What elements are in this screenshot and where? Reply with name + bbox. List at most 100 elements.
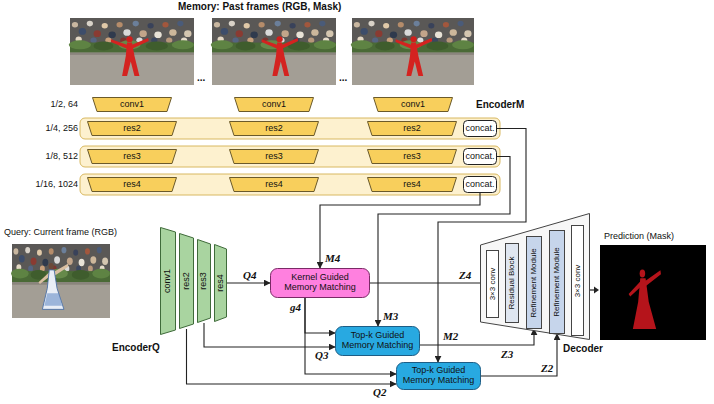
ellipsis: ... (197, 72, 205, 84)
block-shape (93, 98, 172, 112)
drawing-part (80, 146, 500, 167)
block-shape (464, 177, 497, 193)
drawing-part (396, 36, 433, 76)
connector-arrow (320, 193, 480, 268)
block-shape (464, 121, 497, 137)
drawing-part (262, 36, 299, 76)
block-label: concat. (465, 124, 494, 134)
signal-label: Z4 (458, 269, 472, 281)
block-label: Refinement Module (530, 248, 539, 317)
query-encoder-block: conv1 (160, 227, 176, 335)
kernel-matching-box: Kernel Guided Memory Matching (270, 268, 370, 298)
drawing-part (11, 244, 110, 318)
memory-frame-photo (211, 18, 336, 85)
block-label: Residual Block (508, 257, 517, 310)
memory-frame-photo (69, 18, 194, 85)
prediction-mask-photo (600, 245, 706, 340)
block-label: conv1 (401, 100, 425, 110)
block-shape (180, 234, 194, 329)
concat-box: concat. (463, 148, 497, 165)
drawing-part (80, 174, 500, 195)
drawing-part (211, 18, 336, 85)
block-label: res3 (403, 152, 421, 162)
block-shape (527, 237, 542, 329)
block-label: res3 (123, 152, 141, 162)
memory-encoder-block: conv1 (92, 97, 172, 112)
block-label: conv1 (120, 100, 144, 110)
scale-label: 1/16, 1024 (4, 179, 78, 189)
memory-encoder-block: res3 (87, 149, 177, 164)
block-label: res3 (265, 152, 283, 162)
figure-heading: Memory: Past frames (RGB, Mask) (178, 1, 341, 13)
drawing-part (69, 18, 194, 85)
topk-matching-box: Top-k Guided Memory Matching (335, 326, 420, 356)
block-label: conv1 (262, 100, 286, 110)
signal-label: Q3 (314, 349, 329, 361)
query-encoder-block: res4 (214, 244, 227, 322)
decoder-block: 3×3 conv Residual Block Refinement Module R… (480, 213, 590, 340)
signal-label: Q2 (372, 386, 387, 398)
decoder-layer: Refinement Module (549, 230, 565, 334)
decoder-layer: Refinement Module (526, 236, 542, 329)
connector-arrow (481, 334, 557, 376)
memory-encoder-block: conv1 (373, 97, 453, 112)
feature-band (80, 118, 500, 195)
drawing-part (590, 289, 594, 290)
block-shape (235, 98, 314, 112)
query-encoder-block: res3 (197, 239, 211, 323)
block-label: res4 (265, 180, 283, 190)
memory-encoder-block: res3 (229, 149, 319, 164)
block-shape (215, 245, 227, 322)
block-shape (198, 240, 211, 323)
block-shape (464, 149, 497, 165)
memory-encoder-block: res4 (367, 177, 457, 192)
block-shape (88, 122, 177, 136)
block-label: res4 (123, 180, 141, 190)
scale-label: 1/8, 512 (4, 151, 78, 161)
block-shape (271, 269, 370, 298)
block-shape (230, 122, 319, 136)
block-label: conv1 (163, 269, 173, 293)
block-shape (88, 150, 177, 164)
connector-arrow (305, 298, 335, 333)
query-encoder-block: res2 (179, 233, 194, 329)
block-shape (88, 178, 177, 192)
topk-matching-box: Top-k Guided Memory Matching (396, 362, 481, 390)
output-heading: Prediction (Mask) (604, 231, 674, 241)
block-shape (506, 244, 519, 323)
block-shape (230, 150, 319, 164)
drawing-part (38, 263, 68, 309)
block-shape (374, 98, 453, 112)
concat-box: concat. (463, 120, 497, 137)
block-label: res2 (403, 124, 421, 134)
ellipsis: ... (339, 72, 347, 84)
block-shape (368, 150, 457, 164)
drawing-part (80, 118, 500, 139)
block-shape (230, 178, 319, 192)
memory-encoder-block: res2 (367, 121, 457, 136)
scale-label: 1/2, 64 (4, 99, 78, 109)
input-heading: Query: Current frame (RGB) (4, 227, 117, 237)
block-shape (572, 226, 584, 336)
signal-label: M4 (324, 252, 341, 264)
block-label: res4 (403, 180, 421, 190)
block-label: Top-k Guided Memory Matching (399, 366, 478, 386)
block-shape (397, 363, 481, 390)
block-label: res3 (199, 272, 209, 290)
output-arrow (590, 287, 599, 294)
signal-label: Q4 (242, 269, 257, 281)
drawing-part (600, 245, 706, 340)
block-label: Kernel Guided Memory Matching (278, 273, 362, 293)
drawing-part (594, 287, 599, 294)
connector-arrow (204, 323, 335, 347)
block-shape (336, 327, 420, 356)
block-label: concat. (465, 180, 494, 190)
decoder-layer: Residual Block (505, 243, 519, 323)
memory-encoder-block: res2 (87, 121, 177, 136)
signal-label: Z2 (540, 362, 554, 374)
block-label: res2 (182, 272, 192, 290)
block-shape (368, 178, 457, 192)
block-label: 3×3 conv (488, 268, 497, 301)
block-shape (487, 251, 499, 318)
